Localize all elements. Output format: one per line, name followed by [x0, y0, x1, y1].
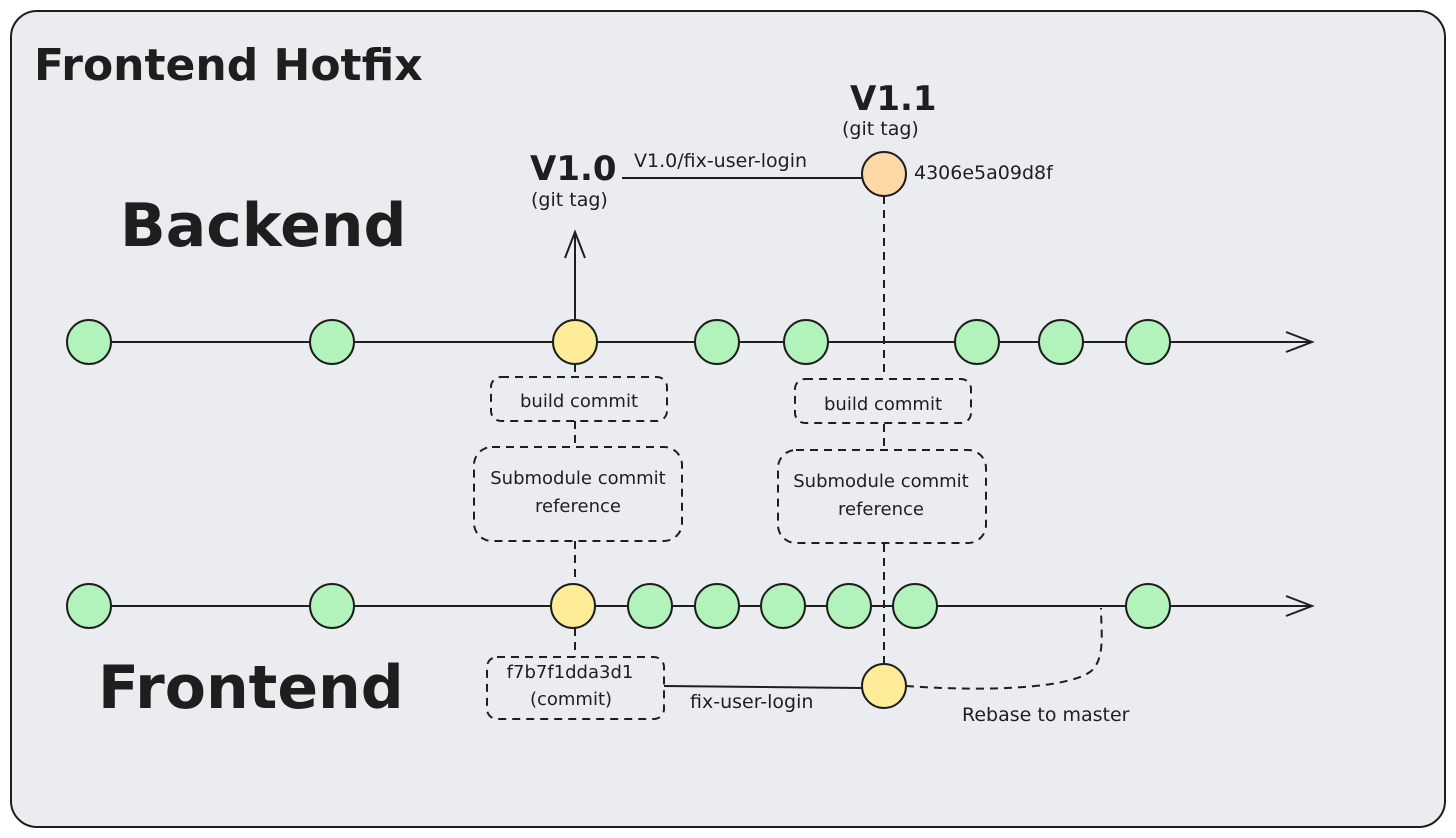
frontend-commit-node — [627, 583, 673, 629]
submodule-ref-label-2a: Submodule commit — [793, 471, 968, 492]
backend-commit-v10 — [552, 319, 598, 365]
backend-timeline-arrowhead — [1285, 331, 1315, 353]
diagram-title: Frontend Hotfix — [34, 40, 423, 91]
backend-commit — [66, 319, 112, 365]
frontend-commit-node — [66, 583, 112, 629]
backend-commit — [783, 319, 829, 365]
frontend-commit-kind: (commit) — [530, 689, 612, 710]
submodule-ref-label-1a: Submodule commit — [490, 468, 665, 489]
v10-tag-name: V1.0 — [530, 149, 617, 189]
branch-label-top: V1.0/fix-user-login — [634, 150, 807, 172]
backend-label: Backend — [120, 191, 406, 261]
backend-commit — [1125, 319, 1171, 365]
v11-tag-sub: (git tag) — [842, 118, 919, 140]
hotfix-branch-line-bottom — [663, 685, 863, 689]
frontend-commit-node — [694, 583, 740, 629]
build-commit-box-2 — [794, 378, 972, 424]
submodule-ref-label-1b: reference — [535, 496, 621, 517]
v11-tag-name: V1.1 — [850, 79, 937, 119]
submodule-ref-box-1 — [473, 446, 683, 542]
backend-commit — [694, 319, 740, 365]
frontend-commit-node — [309, 583, 355, 629]
backend-commit — [954, 319, 1000, 365]
branch-label-bottom: fix-user-login — [690, 691, 813, 713]
frame — [10, 10, 1446, 828]
build-commit-label-2: build commit — [824, 394, 942, 415]
frontend-commit-hash: f7b7f1dda3d1 — [507, 662, 634, 683]
build-commit-label-1: build commit — [520, 391, 638, 412]
backend-commit — [1038, 319, 1084, 365]
rebase-dashed-curve — [905, 607, 1103, 690]
build-commit-box-1 — [490, 376, 668, 422]
commit-nodes — [66, 151, 1171, 709]
frontend-commit-box — [486, 656, 665, 720]
backend-commit — [309, 319, 355, 365]
v10-tag-sub: (git tag) — [531, 189, 608, 211]
v10-tag-arrowhead — [564, 229, 586, 259]
frontend-commit-node — [826, 583, 872, 629]
frontend-commit-node — [892, 583, 938, 629]
frontend-hotfix-commit — [861, 663, 907, 709]
backend-commit-v11 — [861, 151, 907, 197]
commit-hash-top: 4306e5a09d8f — [914, 162, 1054, 184]
frontend-commit-node — [1125, 583, 1171, 629]
frontend-label: Frontend — [98, 653, 404, 723]
frontend-timeline-arrowhead — [1285, 595, 1315, 617]
frontend-commit-node — [760, 583, 806, 629]
rebase-label: Rebase to master — [962, 704, 1130, 726]
submodule-ref-box-2 — [777, 449, 987, 544]
frontend-commit-node-referenced — [550, 583, 596, 629]
submodule-ref-label-2b: reference — [838, 499, 924, 520]
